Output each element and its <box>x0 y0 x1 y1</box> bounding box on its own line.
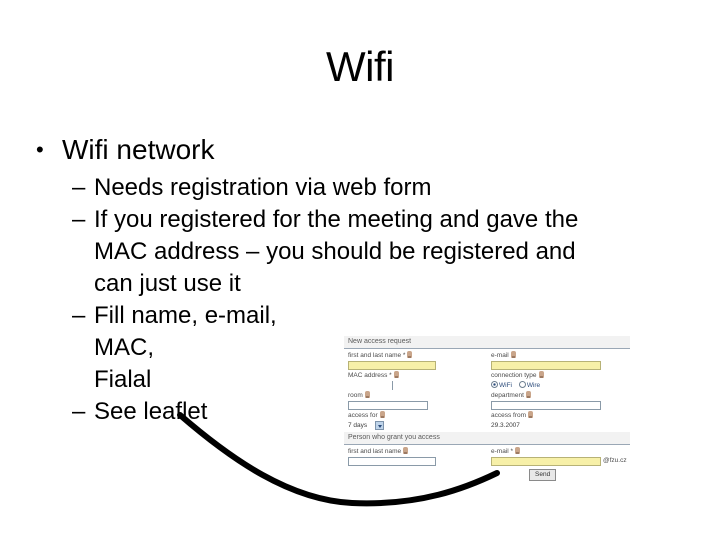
room-input[interactable] <box>348 401 428 410</box>
form-cell-connection-type: connection type WiFi Wire <box>487 371 630 390</box>
field-label-room: room <box>348 391 487 400</box>
field-label-text: access for <box>348 412 378 419</box>
radio-wifi-label[interactable]: WiFi <box>499 382 512 389</box>
radio-wire-icon[interactable] <box>518 381 526 388</box>
sub-bullet-fill-fields: – Fill name, e-mail, MAC, Fialal <box>28 300 394 396</box>
field-label-mac-address: MAC address * <box>348 371 487 380</box>
help-icon[interactable] <box>407 351 413 358</box>
chevron-down-icon[interactable] <box>375 421 385 430</box>
sub-bullet-text: Needs registration via web form <box>94 174 432 201</box>
field-label-first-last-name: first and last name * <box>348 351 487 360</box>
department-input[interactable] <box>491 401 601 410</box>
field-label-text: first and last name <box>348 448 402 455</box>
sub-bullet-text: See leaflet <box>94 398 208 425</box>
sub-bullet-marker: – <box>72 302 86 329</box>
grantor-name-input[interactable] <box>348 457 436 466</box>
sub-bullet-text-line3: can just use it <box>94 270 241 297</box>
form-cell-mac: MAC address * <box>344 371 487 390</box>
field-label-text: room <box>348 392 363 399</box>
bullet-marker: • <box>36 137 44 162</box>
sub-bullet-text-line1: Fill name, e-mail, <box>94 302 277 329</box>
bullet-text: Wifi network <box>62 134 215 165</box>
help-icon[interactable] <box>364 391 370 398</box>
help-icon[interactable] <box>538 371 544 378</box>
help-icon[interactable] <box>393 371 399 378</box>
sub-bullet-text-line3: Fialal <box>94 366 152 393</box>
slide-body: • Wifi network – Needs registration via … <box>28 130 692 428</box>
form-cell-access-for: access for 7 days <box>344 411 487 430</box>
bullet-wifi-network: • Wifi network <box>28 130 692 170</box>
help-icon[interactable] <box>525 391 531 398</box>
sub-bullet-marker: – <box>72 174 86 201</box>
field-label-grantor-name: first and last name <box>348 447 487 456</box>
form-row-access-period: access for 7 days access from 29.3.2007 <box>344 411 630 430</box>
first-last-name-input[interactable] <box>348 361 436 370</box>
grantor-email-row: @fzu.cz <box>491 456 630 466</box>
help-icon[interactable] <box>379 411 385 418</box>
sub-bullet-registered-meeting: – If you registered for the meeting and … <box>28 204 692 300</box>
sub-bullet-text-line2: MAC, <box>94 334 154 361</box>
field-label-department: department <box>491 391 630 400</box>
sub-bullet-marker: – <box>72 398 86 425</box>
form-cell-grantor-name: first and last name <box>344 447 487 481</box>
grantor-email-input[interactable] <box>491 457 601 466</box>
field-label-text: first and last name * <box>348 352 406 359</box>
radio-wire-label[interactable]: Wire <box>526 382 541 389</box>
sub-bullet-see-leaflet: – See leaflet <box>28 396 692 428</box>
help-icon[interactable] <box>510 351 516 358</box>
form-section-header-grantor: Person who grant you access <box>344 432 630 445</box>
field-label-access-from: access from <box>491 411 630 420</box>
mac-address-input[interactable] <box>392 381 393 390</box>
send-button[interactable]: Send <box>529 469 557 481</box>
form-row-room-department: room department <box>344 391 630 410</box>
field-label-connection-type: connection type <box>491 371 630 380</box>
field-label-grantor-email: e-mail * <box>491 447 630 456</box>
field-label-email: e-mail <box>491 351 630 360</box>
field-label-text: connection type <box>491 372 537 379</box>
form-cell-department: department <box>487 391 630 410</box>
form-cell-grantor-email: e-mail * @fzu.cz Send <box>487 447 630 481</box>
email-input[interactable] <box>491 361 601 370</box>
field-label-text: access from <box>491 412 527 419</box>
email-domain-suffix: @fzu.cz <box>603 457 627 464</box>
form-row-name-email: first and last name * e-mail <box>344 351 630 370</box>
form-row-mac-connection: MAC address * connection type WiFi Wire <box>344 371 630 390</box>
form-cell-access-from: access from 29.3.2007 <box>487 411 630 430</box>
page-title: Wifi <box>326 43 394 90</box>
sub-bullet-marker: – <box>72 206 86 233</box>
connection-type-radio-group: WiFi Wire <box>491 381 630 390</box>
form-cell-email: e-mail <box>487 351 630 370</box>
field-label-text: MAC address * <box>348 372 392 379</box>
form-section-header-new-request: New access request <box>344 336 630 349</box>
access-for-select[interactable]: 7 days <box>348 421 487 430</box>
help-icon[interactable] <box>403 447 409 454</box>
access-request-form-image: New access request first and last name *… <box>344 336 630 508</box>
sub-bullet-registration: – Needs registration via web form <box>28 172 692 204</box>
sub-bullet-text-line1: If you registered for the meeting and ga… <box>94 206 579 233</box>
field-label-text: department <box>491 392 524 399</box>
field-label-access-for: access for <box>348 411 487 420</box>
sub-bullet-text-line2: MAC address – you should be registered a… <box>94 238 576 265</box>
field-label-text: e-mail * <box>491 448 514 455</box>
field-label-text: e-mail <box>491 352 509 359</box>
access-for-value: 7 days <box>348 422 368 429</box>
form-cell-room: room <box>344 391 487 410</box>
radio-wifi-icon[interactable] <box>491 381 498 388</box>
help-icon[interactable] <box>515 447 521 454</box>
form-cell-name: first and last name * <box>344 351 487 370</box>
help-icon[interactable] <box>528 411 534 418</box>
form-row-grantor: first and last name e-mail * @fzu.cz Sen… <box>344 447 630 481</box>
access-from-value[interactable]: 29.3.2007 <box>491 422 520 429</box>
